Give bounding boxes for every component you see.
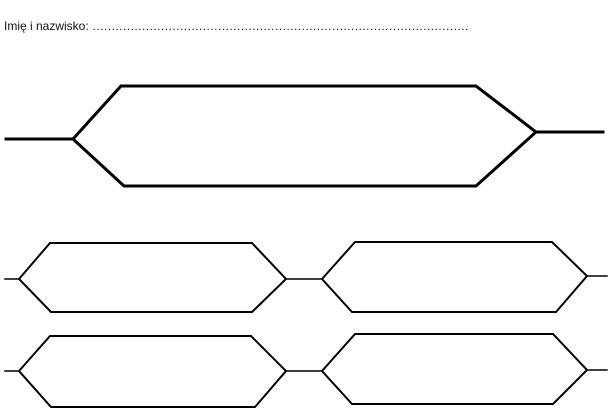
row2-hexagon-field-1[interactable] xyxy=(17,335,288,408)
name-field[interactable]: Imię i nazwisko: ……………………………………………………………… xyxy=(4,18,469,34)
large-hexagon-field[interactable] xyxy=(70,84,539,188)
large-answer-row xyxy=(4,84,605,188)
row2-hexagon-field-2[interactable] xyxy=(320,333,589,405)
name-dotted-line: ……………………………………………………………………………………… xyxy=(92,19,469,33)
row1-hexagon-field-1[interactable] xyxy=(17,242,288,313)
row1-hexagon-field-2[interactable] xyxy=(320,241,589,313)
small-answer-row-1 xyxy=(4,241,608,313)
small-answer-row-2 xyxy=(4,333,608,408)
name-label: Imię i nazwisko: xyxy=(4,19,89,33)
